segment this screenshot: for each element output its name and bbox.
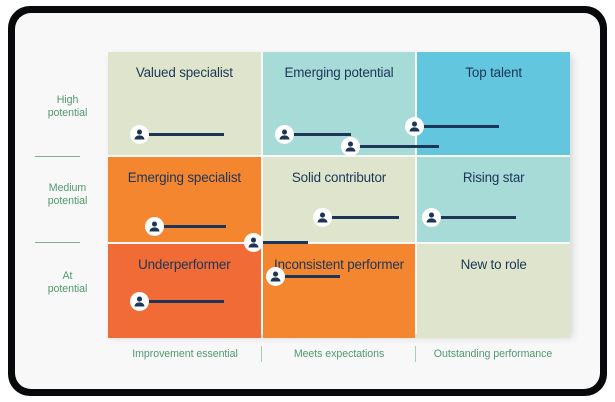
- person-icon: [422, 207, 441, 227]
- y-axis-label-at: At potential: [27, 270, 108, 296]
- employee-marker[interactable]: [130, 124, 224, 144]
- person-icon: [275, 124, 294, 144]
- employee-marker[interactable]: [266, 266, 340, 286]
- marker-bar: [260, 240, 308, 244]
- cell-label: Underperformer: [138, 256, 231, 272]
- cell-label: Solid contributor: [291, 170, 387, 185]
- y-axis-label-high-line2: potential: [47, 107, 88, 119]
- marker-bar: [146, 299, 224, 303]
- y-axis-label-medium-line1: Medium: [48, 182, 87, 194]
- y-axis-tick-1: [35, 156, 80, 157]
- cell-label: Emerging potential: [284, 65, 394, 80]
- y-axis-label-high: High potential: [27, 94, 108, 120]
- cell-label: Inconsistent performer: [274, 256, 404, 272]
- cell-top-talent[interactable]: Top talent: [417, 52, 570, 155]
- marker-bar: [329, 215, 399, 219]
- cell-new-to-role[interactable]: New to role: [417, 243, 570, 338]
- cell-rising-star[interactable]: Rising star: [417, 157, 570, 242]
- y-axis-label-at-line2: potential: [47, 283, 88, 295]
- person-icon: [341, 136, 360, 156]
- person-icon: [130, 124, 149, 144]
- cell-solid-contributor[interactable]: Solid contributor: [262, 157, 416, 242]
- cell-inconsistent-performer[interactable]: Inconsistent performer: [262, 243, 416, 338]
- y-axis-label-high-line1: High: [56, 94, 79, 106]
- cell-label: New to role: [460, 256, 527, 272]
- y-axis-label-medium-line2: potential: [47, 195, 88, 207]
- employee-marker[interactable]: [341, 136, 439, 156]
- x-axis-label-improvement-essential: Improvement essential: [132, 348, 238, 360]
- employee-marker[interactable]: [145, 216, 226, 236]
- x-axis-label-outstanding-performance: Outstanding performance: [415, 343, 570, 365]
- marker-bar: [421, 124, 499, 128]
- person-icon: [145, 216, 164, 236]
- marker-bar: [438, 215, 516, 219]
- employee-marker[interactable]: [422, 207, 516, 227]
- y-axis-label-medium: Medium potential: [27, 182, 108, 208]
- y-axis-label-at-line1: At: [62, 270, 73, 282]
- person-icon: [244, 232, 263, 252]
- person-icon: [313, 207, 332, 227]
- person-icon: [405, 116, 424, 136]
- employee-marker[interactable]: [405, 116, 499, 136]
- marker-bar: [146, 132, 224, 136]
- cell-label: Valued specialist: [135, 65, 233, 80]
- employee-marker[interactable]: [275, 124, 351, 144]
- device-frame: High potential Medium potential At poten…: [8, 6, 607, 396]
- employee-marker[interactable]: [313, 207, 399, 227]
- marker-bar: [357, 144, 439, 148]
- cell-label: Top talent: [465, 65, 522, 80]
- x-axis-label-meets-expectations: Meets expectations: [261, 343, 416, 365]
- person-icon: [130, 291, 149, 311]
- cell-label: Rising star: [462, 170, 525, 185]
- cell-label: Emerging specialist: [127, 170, 241, 185]
- cell-underperformer[interactable]: Underperformer: [108, 243, 261, 338]
- marker-bar: [282, 274, 340, 278]
- employee-marker[interactable]: [244, 232, 308, 252]
- chart-canvas: High potential Medium potential At poten…: [15, 13, 600, 389]
- employee-marker-layer: [108, 52, 570, 334]
- marker-bar: [161, 224, 226, 228]
- employee-marker[interactable]: [130, 291, 224, 311]
- marker-bar: [291, 132, 351, 136]
- x-axis: Improvement essential Meets expectations…: [108, 343, 570, 365]
- nine-box-grid: Valued specialist Emerging potential Top…: [108, 52, 570, 338]
- y-axis-tick-2: [35, 242, 80, 243]
- y-axis: High potential Medium potential At poten…: [27, 52, 108, 334]
- person-icon: [266, 266, 285, 286]
